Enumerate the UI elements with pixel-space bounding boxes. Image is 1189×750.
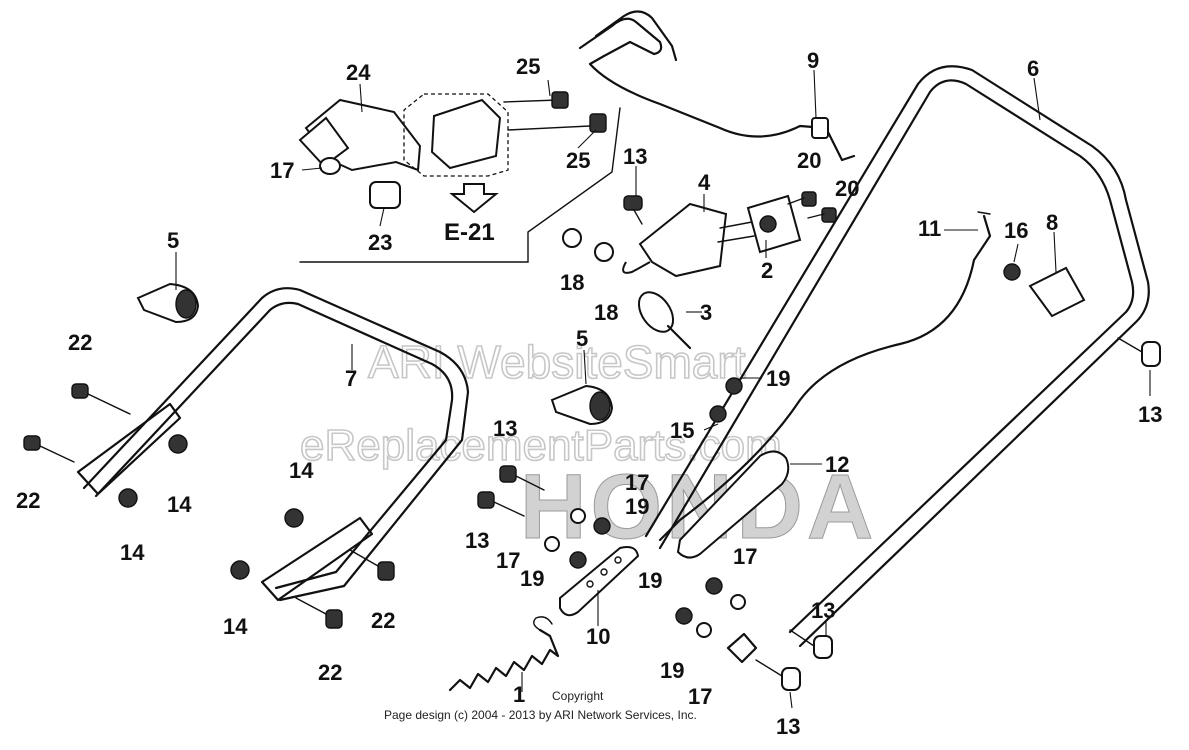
bolt-20a — [787, 191, 817, 207]
callout-17c: 17 — [496, 548, 520, 573]
nut-16 — [1003, 263, 1021, 281]
callout-22a: 22 — [68, 330, 92, 355]
washer-17c — [730, 594, 746, 610]
part-cable — [658, 211, 992, 542]
callout-17a: 17 — [270, 158, 294, 183]
callout-14d: 14 — [223, 614, 248, 639]
nut-19e — [675, 607, 693, 625]
watermark-ereplacement: eReplacementParts.com — [300, 421, 782, 470]
bolt-22c — [349, 549, 395, 581]
callout-20b: 20 — [835, 176, 859, 201]
callout-7: 7 — [345, 366, 357, 391]
nut-18a — [562, 228, 582, 248]
nut-14a — [168, 434, 188, 454]
callout-3: 3 — [700, 300, 712, 325]
callout-17b: 17 — [625, 470, 649, 495]
callout-6: 6 — [1027, 56, 1039, 81]
part-upper-handle — [644, 65, 1150, 664]
reference-e21: E-21 — [444, 219, 495, 246]
bolt-22b — [23, 435, 75, 463]
callout-19e: 19 — [660, 658, 684, 683]
callout-17e: 17 — [688, 684, 712, 709]
callout-20a: 20 — [797, 148, 821, 173]
nut-14c — [284, 508, 304, 528]
washer-17a — [570, 508, 586, 524]
callout-15: 15 — [670, 418, 694, 443]
part-knob-b — [550, 384, 614, 426]
nut-15 — [709, 405, 727, 423]
part-grip-bar — [578, 10, 856, 162]
callout-25a: 25 — [516, 54, 540, 79]
callout-13a: 13 — [623, 144, 647, 169]
nut-19a — [725, 377, 743, 395]
part-bracket-assembly — [298, 91, 621, 263]
callout-16: 16 — [1004, 218, 1028, 243]
part-cable-bracket — [622, 194, 802, 278]
callout-22d: 22 — [318, 660, 342, 685]
callout-labels: 1 2 3 4 5 5 6 7 8 9 10 11 12 13 13 13 13… — [16, 48, 1162, 739]
bolt-13b — [1117, 337, 1161, 367]
part-grip-tube — [676, 450, 790, 559]
washer-17b — [544, 536, 560, 552]
bolt-13f — [755, 659, 801, 691]
callout-14c: 14 — [289, 458, 314, 483]
bolt-22d — [295, 597, 343, 629]
callout-19c: 19 — [520, 566, 544, 591]
callout-5b: 5 — [576, 326, 588, 351]
callout-13f: 13 — [776, 714, 800, 739]
part-spring — [448, 616, 560, 692]
callout-22b: 22 — [16, 488, 40, 513]
callout-1: 1 — [513, 682, 525, 707]
callout-4: 4 — [698, 170, 711, 195]
callout-12: 12 — [825, 452, 849, 477]
footer-page-design: Page design (c) 2004 - 2013 by ARI Netwo… — [384, 708, 697, 722]
nut-14b — [118, 488, 138, 508]
callout-18a: 18 — [560, 270, 584, 295]
callout-5a: 5 — [167, 228, 179, 253]
callout-10: 10 — [586, 624, 610, 649]
bolt-20b — [807, 207, 837, 223]
callout-8: 8 — [1046, 210, 1058, 235]
part-lower-handle — [76, 287, 470, 602]
callout-23: 23 — [368, 230, 392, 255]
nut-19c — [569, 551, 587, 569]
callout-22c: 22 — [371, 608, 395, 633]
part-knob-a — [136, 282, 200, 324]
callout-13d: 13 — [465, 528, 489, 553]
nut-14d — [230, 560, 250, 580]
callout-13b: 13 — [1138, 402, 1162, 427]
callout-14b: 14 — [120, 540, 145, 565]
bolt-13d — [477, 491, 525, 517]
callout-9: 9 — [807, 48, 819, 73]
nut-19b — [593, 517, 611, 535]
bolt-13c — [499, 465, 545, 491]
callout-24: 24 — [346, 60, 371, 85]
callout-13e: 13 — [811, 598, 835, 623]
callout-17d: 17 — [733, 544, 757, 569]
leader-lines — [175, 69, 1151, 709]
callout-14a: 14 — [167, 492, 192, 517]
callout-2: 2 — [761, 258, 773, 283]
watermark-ari: ARI WebsiteSmart — [368, 336, 746, 388]
callout-11: 11 — [918, 216, 941, 241]
bolt-13a — [623, 195, 643, 225]
part-adjuster-plate — [559, 546, 640, 617]
part-clip — [1028, 266, 1086, 318]
callout-19a: 19 — [766, 366, 790, 391]
bolt-13e — [789, 629, 833, 659]
footer-copyright: Copyright — [552, 689, 604, 703]
nut-18b — [594, 242, 614, 262]
callout-19d: 19 — [638, 568, 662, 593]
callout-18b: 18 — [594, 300, 618, 325]
bolt-22a — [71, 383, 131, 415]
callout-25b: 25 — [566, 148, 590, 173]
callout-19b: 19 — [625, 494, 649, 519]
fasteners — [23, 191, 1161, 691]
washer-17d — [696, 622, 712, 638]
nut-19d — [705, 577, 723, 595]
part-cable-end — [637, 291, 692, 350]
callout-13c: 13 — [493, 416, 517, 441]
